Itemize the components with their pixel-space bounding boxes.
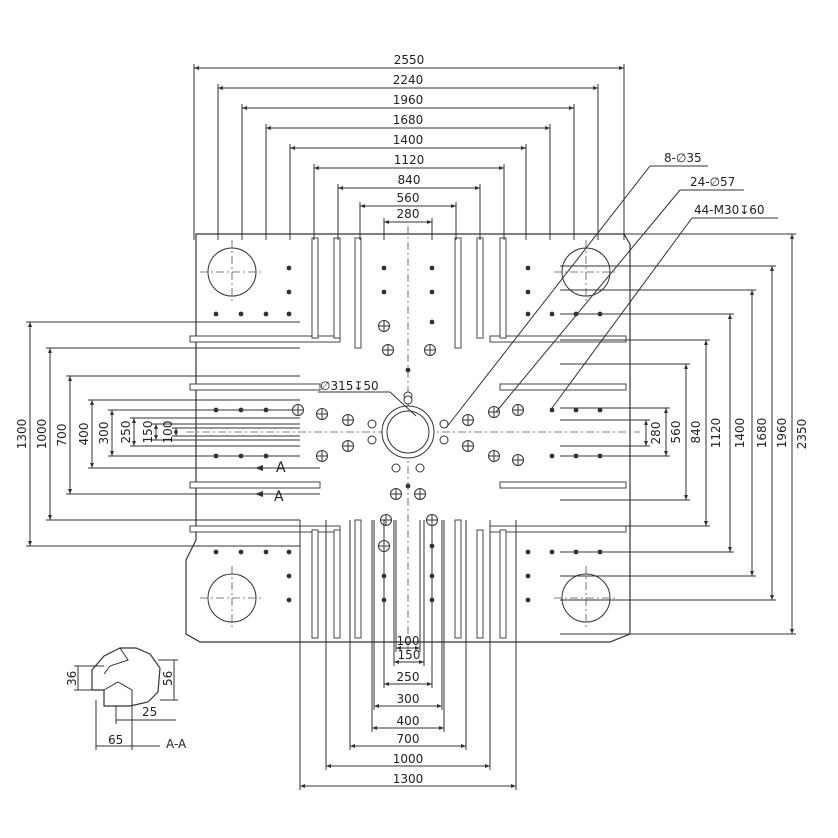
left-dim-label: 1300 <box>15 419 29 450</box>
callout-center-bore: ∅315↧50 <box>320 379 379 393</box>
tapped-hole <box>525 311 531 317</box>
right-dimensions: 280 560 840 1120 1400 1680 1960 2350 <box>560 233 809 635</box>
tapped-hole <box>429 265 435 271</box>
left-dim-label: 400 <box>77 423 91 446</box>
tapped-hole <box>286 265 292 271</box>
tapped-hole <box>525 549 531 555</box>
dowel-hole <box>367 419 377 429</box>
tapped-hole <box>405 483 411 489</box>
right-dim-label: 1400 <box>733 418 747 449</box>
tapped-hole <box>549 453 555 459</box>
section-arrow-label-1: A <box>276 460 286 476</box>
tapped-hole <box>525 289 531 295</box>
section-title: A-A <box>166 737 187 751</box>
section-dim-36: 36 <box>65 671 79 686</box>
tapped-hole <box>573 407 579 413</box>
tapped-hole <box>525 597 531 603</box>
tapped-hole <box>549 407 555 413</box>
top-dim-label: 1960 <box>393 93 424 107</box>
tapped-hole <box>381 265 387 271</box>
right-dim-label: 840 <box>689 421 703 444</box>
right-dim-label: 1680 <box>755 418 769 449</box>
callout-hole-35: 8-∅35 <box>664 151 702 165</box>
tapped-hole <box>597 407 603 413</box>
dowel-hole <box>403 395 413 405</box>
top-dim-label: 2550 <box>394 53 425 67</box>
tapped-hole <box>263 549 269 555</box>
tapped-hole <box>263 311 269 317</box>
bottom-dim-label: 700 <box>397 732 420 746</box>
tapped-hole <box>549 311 555 317</box>
tapped-hole <box>286 289 292 295</box>
top-dim-label: 2240 <box>393 73 424 87</box>
tie-bar-holes <box>200 240 618 630</box>
right-dim-label: 560 <box>669 421 683 444</box>
dowel-hole <box>415 463 425 473</box>
tapped-hole <box>286 597 292 603</box>
bottom-dim-label: 300 <box>397 692 420 706</box>
bottom-dim-label: 100 <box>397 634 420 648</box>
callouts: 8-∅35 24-∅57 44-M30↧60 ∅315↧50 <box>318 151 778 429</box>
left-dim-label: 250 <box>119 421 133 444</box>
dowel-hole <box>367 435 377 445</box>
bottom-dim-label: 1300 <box>393 772 424 786</box>
right-dim-label: 280 <box>649 422 663 445</box>
callout-tapped-holes: 44-M30↧60 <box>694 203 765 217</box>
left-dimensions: 1300 1000 700 400 300 250 150 100 <box>15 321 300 547</box>
tapped-hole <box>405 367 411 373</box>
tapped-hole <box>429 319 435 325</box>
section-arrows: A A <box>255 460 320 505</box>
tapped-hole <box>213 549 219 555</box>
tapped-hole <box>238 549 244 555</box>
section-dim-56: 56 <box>161 671 175 686</box>
top-dim-label: 560 <box>397 191 420 205</box>
tapped-hole <box>286 549 292 555</box>
bottom-dim-label: 250 <box>397 670 420 684</box>
section-arrow-label-2: A <box>274 489 284 505</box>
center-bore <box>381 405 435 459</box>
top-dim-label: 1120 <box>394 153 425 167</box>
left-dim-label: 100 <box>161 421 175 444</box>
top-dim-label: 1400 <box>393 133 424 147</box>
dowel-hole <box>439 419 449 429</box>
left-dim-label: 150 <box>141 421 155 444</box>
t-slots <box>189 237 627 639</box>
tapped-hole <box>525 265 531 271</box>
left-dim-label: 700 <box>55 424 69 447</box>
tapped-hole <box>549 549 555 555</box>
right-dim-label: 2350 <box>795 419 809 450</box>
bottom-dim-label: 1000 <box>393 752 424 766</box>
tapped-hole <box>213 311 219 317</box>
tapped-hole <box>429 289 435 295</box>
left-dim-label: 300 <box>97 422 111 445</box>
tapped-hole <box>286 311 292 317</box>
section-view: 36 56 25 65 A-A <box>65 647 187 751</box>
section-dim-65: 65 <box>108 733 123 747</box>
top-dimensions: 2550 2240 1960 1680 1400 1120 840 560 280 <box>193 53 625 240</box>
right-dim-label: 1960 <box>775 418 789 449</box>
bottom-dim-label: 400 <box>397 714 420 728</box>
tapped-hole <box>525 573 531 579</box>
top-dim-label: 1680 <box>393 113 424 127</box>
tapped-hole <box>381 289 387 295</box>
bottom-dim-label: 150 <box>398 648 421 662</box>
top-dim-label: 840 <box>398 173 421 187</box>
dowel-hole <box>391 463 401 473</box>
callout-hole-57: 24-∅57 <box>690 175 735 189</box>
tapped-hole <box>238 311 244 317</box>
top-dim-label: 280 <box>397 207 420 221</box>
section-dim-25: 25 <box>142 705 157 719</box>
dowel-hole <box>439 435 449 445</box>
left-dim-label: 1000 <box>35 419 49 450</box>
right-dim-label: 1120 <box>709 418 723 449</box>
tapped-hole <box>286 573 292 579</box>
